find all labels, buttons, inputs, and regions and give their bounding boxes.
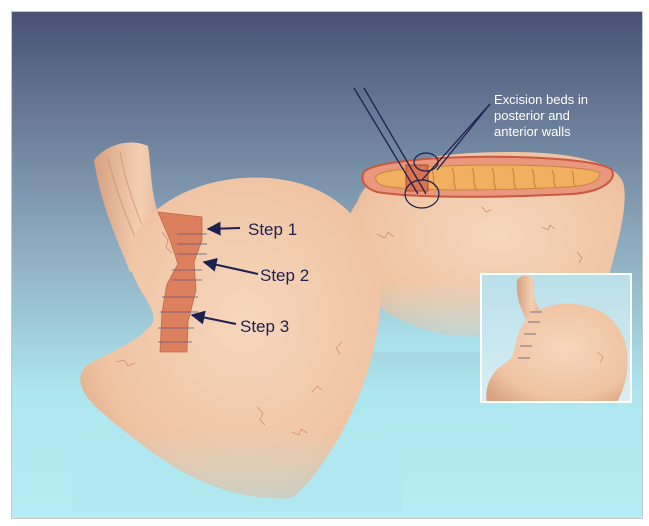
annotation-line-3: anterior walls [494,124,571,139]
step-1-arrow [208,228,240,229]
inset-closed-stomach [481,274,631,404]
step-3-label: Step 3 [240,317,289,336]
annotation-line-1: Excision beds in [494,92,588,107]
step-1-label: Step 1 [248,220,297,239]
step-2-label: Step 2 [260,266,309,285]
gastric-excision-illustration: Excision beds in posterior and anterior … [12,12,642,518]
annotation-line-2: posterior and [494,108,570,123]
illustration-frame: Excision beds in posterior and anterior … [11,11,643,519]
